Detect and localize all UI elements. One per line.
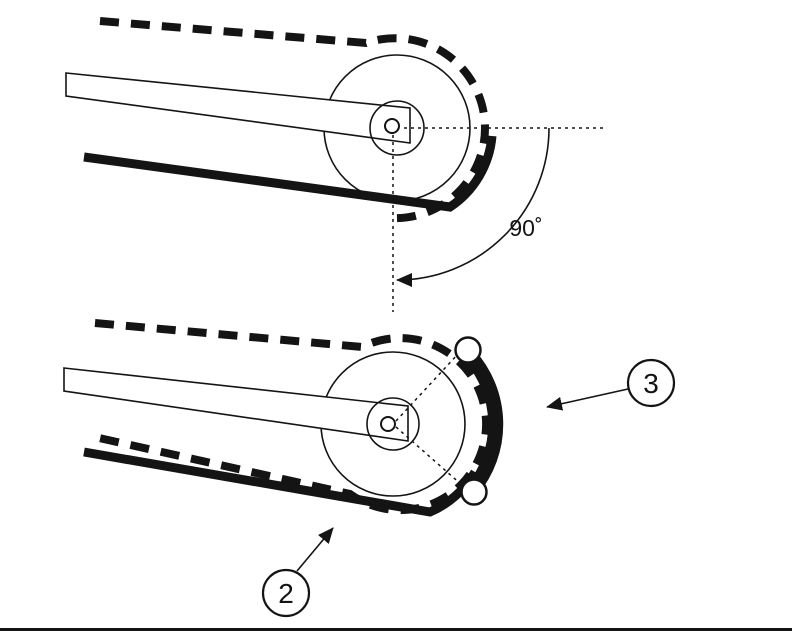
callout-2-label: 2 bbox=[278, 578, 294, 609]
bottom-chain-path-dashed bbox=[89, 319, 491, 515]
bottom-rail-solid bbox=[83, 447, 479, 517]
callout-3-leader-arrow bbox=[546, 388, 629, 411]
angle-arc bbox=[396, 127, 550, 287]
bottom-figure: 3 2 bbox=[63, 319, 676, 618]
bottom-guide-bar bbox=[63, 367, 409, 442]
guard-lower-radial-dotted-line bbox=[395, 426, 464, 487]
callout-3-label: 3 bbox=[643, 368, 659, 399]
top-nose-hub-circle bbox=[369, 100, 425, 156]
top-figure: 90˚ bbox=[65, 17, 606, 312]
callout-2-leader-arrow bbox=[296, 527, 334, 572]
guard-upper-radial-dotted-line bbox=[395, 353, 459, 422]
callout-3-circle bbox=[626, 358, 676, 408]
callout-2-circle bbox=[261, 568, 311, 618]
top-rivet-hole bbox=[384, 118, 400, 134]
tip-guard-arc bbox=[463, 349, 504, 495]
tip-guard-end-circle-top bbox=[454, 336, 482, 364]
top-rail-solid bbox=[83, 135, 497, 212]
tip-guard-end-circle-bottom bbox=[460, 478, 488, 506]
top-guide-bar bbox=[65, 72, 411, 144]
bottom-nose-hub-circle bbox=[366, 397, 420, 451]
bottom-rivet-hole bbox=[380, 416, 396, 432]
angle-label: 90˚ bbox=[509, 215, 542, 241]
